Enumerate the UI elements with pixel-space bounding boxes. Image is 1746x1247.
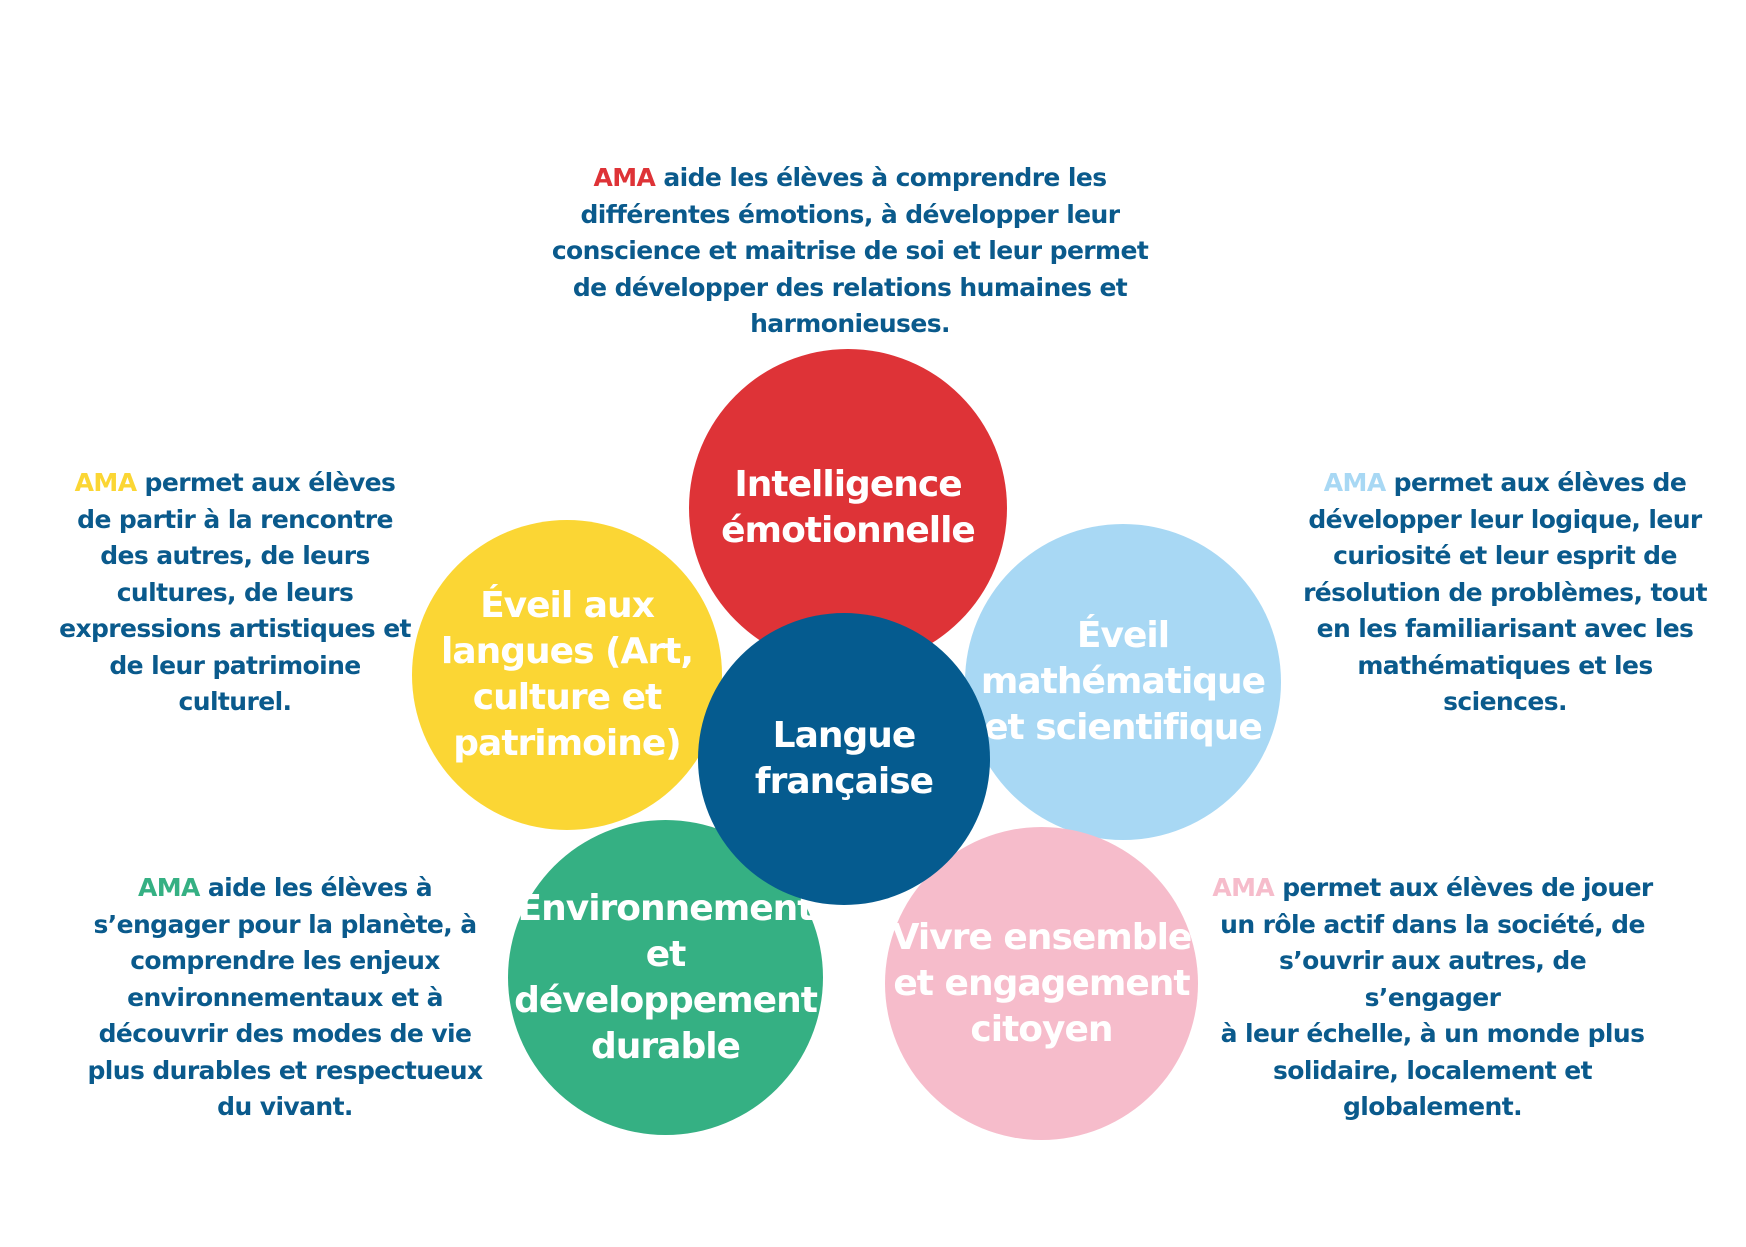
brand-name: AMA (138, 873, 200, 902)
circle-languages-awareness: Éveil aux langues (Art, culture et patri… (412, 520, 722, 830)
description-languages-awareness: AMA permet aux élèves de partir à la ren… (50, 465, 420, 721)
description-text: permet aux élèves de partir à la rencont… (59, 468, 411, 716)
circle-label-emotional-intelligence: Intelligence émotionnelle (721, 464, 976, 551)
description-text: permet aux élèves de développer leur log… (1303, 468, 1707, 716)
brand-name: AMA (74, 468, 137, 497)
circle-french-language: Langue française (698, 613, 990, 905)
brand-name: AMA (1212, 873, 1275, 902)
circle-label-languages-awareness: Éveil aux langues (Art, culture et patri… (441, 585, 694, 764)
circle-label-math-science: Éveil mathématique et scientifique (980, 615, 1266, 748)
description-emotional-intelligence: AMA aide les élèves à comprendre les dif… (540, 160, 1160, 343)
brand-name: AMA (1323, 468, 1386, 497)
description-citizenship: AMA permet aux élèves de jouer un rôle a… (1210, 870, 1655, 1126)
description-math-science: AMA permet aux élèves de développer leur… (1295, 465, 1715, 721)
description-text: aide les élèves à comprendre les différe… (551, 163, 1149, 338)
circle-label-citizenship: Vivre ensemble et engagement citoyen (891, 916, 1193, 1050)
description-text: aide les élèves à s’engager pour la plan… (87, 873, 483, 1121)
brand-name: AMA (593, 163, 656, 192)
circle-citizenship: Vivre ensemble et engagement citoyen (885, 827, 1198, 1140)
circle-label-french-language: Langue française (754, 715, 934, 802)
description-environment: AMA aide les élèves à s’engager pour la … (80, 870, 490, 1126)
circle-math-science: Éveil mathématique et scientifique (965, 524, 1281, 840)
circle-label-environment: Environnement et développement durable (514, 887, 818, 1067)
description-text: permet aux élèves de jouer un rôle actif… (1220, 873, 1653, 1121)
